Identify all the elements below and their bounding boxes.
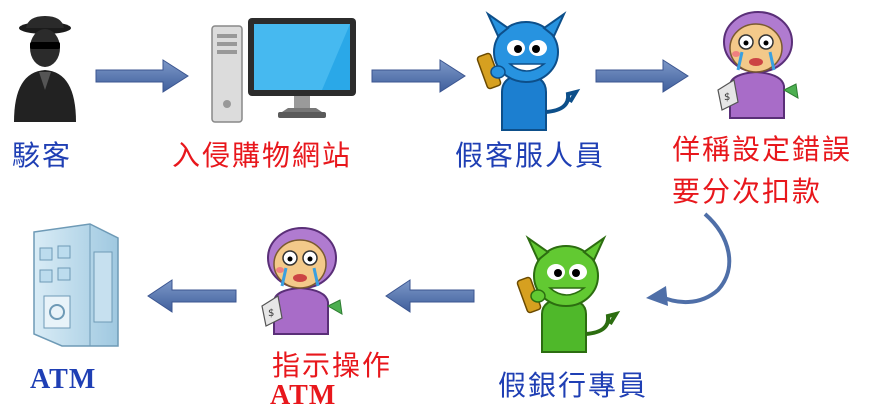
crying-victim-icon: $ (261, 227, 343, 335)
green-devil-phone-icon (516, 235, 621, 353)
arrow-hacker-to-shop (95, 59, 189, 93)
claim-label-line2: 要分次扣款 (672, 175, 823, 208)
arrow-shop-to-cs (371, 59, 466, 93)
computer-icon (211, 18, 356, 123)
fake-bank-label: 假銀行專員 (498, 369, 649, 402)
fake-cs-label: 假客服人員 (455, 139, 606, 172)
bank-building-icon (33, 223, 119, 347)
hacker-label: 駭客 (12, 139, 73, 172)
arrow-bank-to-instruct (385, 279, 475, 313)
hacker-icon (14, 16, 76, 122)
atm-label: ATM (30, 364, 97, 395)
claim-label-line1: 佯稱設定錯誤 (672, 133, 853, 166)
shop-label: 入侵購物網站 (172, 139, 353, 172)
svg-text:$: $ (724, 92, 730, 103)
instruct-label-line1: 指示操作 (272, 349, 393, 382)
crying-victim-icon: $ (717, 11, 799, 119)
arrow-cs-to-claim (595, 59, 689, 93)
instruct-label-line2: ATM (270, 380, 337, 411)
arrow-instruct-to-atm (147, 279, 237, 313)
svg-text:$: $ (268, 308, 274, 319)
arrow-claim-to-bank-curved (646, 212, 732, 306)
blue-devil-phone-icon (476, 11, 581, 131)
